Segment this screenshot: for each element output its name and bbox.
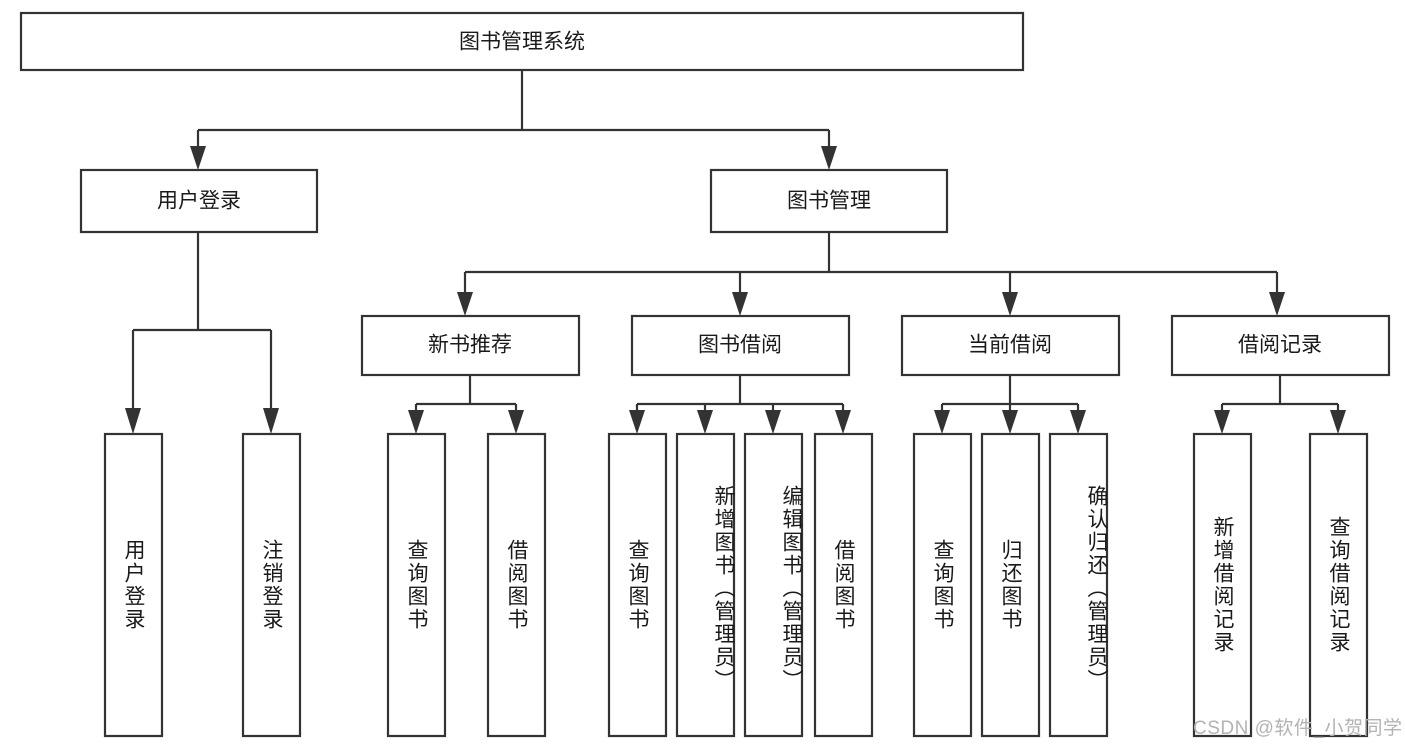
leaf-box-current-3[interactable] [1048,432,1109,738]
arrow-current-leaf-2 [1002,410,1018,434]
leaf-box-current-2[interactable] [980,432,1041,738]
arrow-to-book-mgmt [821,146,837,170]
node-book-management-label: 图书管理 [787,190,871,213]
arrow-current-leaf-3 [1070,410,1086,434]
node-current-borrow[interactable]: 当前借阅 [900,314,1121,377]
arrow-record-leaf-2 [1330,410,1346,434]
leaf-box-user-login-1[interactable] [103,432,164,738]
arrow-recommend-leaf-2 [508,410,524,434]
node-root[interactable]: 图书管理系统 [19,11,1025,72]
arrow-to-book-borrow [732,292,748,316]
arrow-to-borrow-record [1269,292,1285,316]
leaf-box-borrow-1[interactable] [607,432,668,738]
leaf-box-record-1[interactable] [1192,432,1253,738]
leaf-box-user-login-2[interactable] [241,432,302,738]
leaf-box-borrow-4[interactable] [813,432,874,738]
node-user-login[interactable]: 用户登录 [79,168,319,234]
node-book-management-box[interactable] [709,168,949,234]
leaf-box-recommend-2[interactable] [486,432,547,738]
node-user-login-box[interactable] [79,168,319,234]
node-root-label: 图书管理系统 [459,31,585,54]
node-new-book-recommend-label: 新书推荐 [428,334,512,357]
arrow-borrow-leaf-2 [697,410,713,434]
node-current-borrow-label: 当前借阅 [968,334,1052,357]
node-book-management[interactable]: 图书管理 [709,168,949,234]
node-book-borrow-label: 图书借阅 [698,334,782,357]
arrow-to-new-book-recommend [457,292,473,316]
node-root-box[interactable] [19,11,1025,72]
leaf-box-recommend-1[interactable] [386,432,447,738]
leaf-box-borrow-3[interactable] [743,432,804,738]
arrow-borrow-leaf-1 [629,410,645,434]
arrow-record-leaf-1 [1214,410,1230,434]
leaf-box-record-2[interactable] [1308,432,1369,738]
arrow-borrow-leaf-3 [765,410,781,434]
node-borrow-record-box[interactable] [1170,314,1391,377]
leaf-box-current-1[interactable] [912,432,973,738]
arrow-userlogin-leaf-2 [263,408,279,434]
node-borrow-record-label: 借阅记录 [1238,334,1322,357]
arrow-current-leaf-1 [934,410,950,434]
node-book-borrow-box[interactable] [630,314,851,377]
arrow-borrow-leaf-4 [835,410,851,434]
arrow-recommend-leaf-1 [408,410,424,434]
arrow-userlogin-leaf-1 [125,408,141,434]
leaf-box-borrow-2[interactable] [675,432,736,738]
node-new-book-recommend[interactable]: 新书推荐 [360,314,581,377]
node-new-book-recommend-box[interactable] [360,314,581,377]
arrow-to-current-borrow [1002,292,1018,316]
node-user-login-label: 用户登录 [157,190,241,213]
connector-group [125,70,1346,434]
watermark-text: CSDN @软件_小贺同学 [1193,718,1403,739]
node-borrow-record[interactable]: 借阅记录 [1170,314,1391,377]
node-current-borrow-box[interactable] [900,314,1121,377]
node-book-borrow[interactable]: 图书借阅 [630,314,851,377]
arrow-to-user-login [190,146,206,170]
